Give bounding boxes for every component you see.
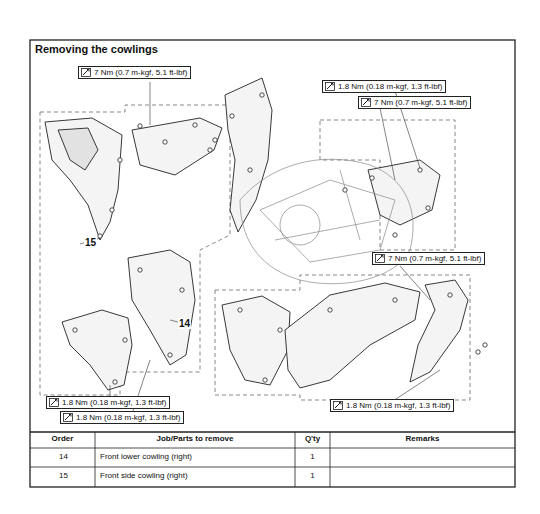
callout-number: 14 — [178, 318, 191, 329]
table-cell: 1 — [295, 452, 330, 462]
table-cell: 1 — [295, 471, 330, 481]
table-header: Order — [30, 434, 95, 444]
torque-spec: 7 Nm (0.7 m-kgf, 5.1 ft-lbf) — [372, 252, 485, 265]
torque-spec: 7 Nm (0.7 m-kgf, 5.1 ft-lbf) — [358, 96, 471, 109]
torque-spec: 1.8 Nm (0.18 m-kgf, 1.3 ft-lbf) — [60, 411, 184, 424]
torque-spec: 1.8 Nm (0.18 m-kgf, 1.3 ft-lbf) — [330, 399, 454, 412]
table-cell: 15 — [36, 471, 91, 481]
torque-spec: 1.8 Nm (0.18 m-kgf, 1.3 ft-lbf) — [322, 80, 446, 93]
callout-number: 15 — [84, 237, 97, 248]
torque-icon — [49, 398, 59, 407]
table-header: Remarks — [330, 434, 515, 444]
table-grid — [30, 432, 515, 487]
torque-value: 1.8 Nm (0.18 m-kgf, 1.3 ft-lbf) — [62, 398, 166, 407]
torque-value: 7 Nm (0.7 m-kgf, 5.1 ft-lbf) — [94, 68, 187, 77]
leader-line — [80, 82, 440, 420]
torque-value: 7 Nm (0.7 m-kgf, 5.1 ft-lbf) — [374, 98, 467, 107]
cowling-part — [45, 78, 468, 390]
table-cell: 14 — [36, 452, 91, 462]
torque-value: 1.8 Nm (0.18 m-kgf, 1.3 ft-lbf) — [346, 401, 450, 410]
torque-icon — [325, 82, 335, 91]
torque-value: 1.8 Nm (0.18 m-kgf, 1.3 ft-lbf) — [76, 413, 180, 422]
torque-icon — [81, 68, 91, 77]
table-cell: Front lower cowling (right) — [100, 452, 290, 462]
torque-value: 1.8 Nm (0.18 m-kgf, 1.3 ft-lbf) — [338, 82, 442, 91]
page-title: Removing the cowlings — [35, 43, 158, 55]
torque-icon — [375, 254, 385, 263]
torque-icon — [63, 413, 73, 422]
motorcycle-frame — [240, 159, 413, 284]
table-cell: Front side cowling (right) — [100, 471, 290, 481]
torque-icon — [361, 98, 371, 107]
table-header: Q'ty — [295, 434, 330, 444]
bolt — [73, 93, 487, 384]
torque-icon — [333, 401, 343, 410]
table-header: Job/Parts to remove — [95, 434, 295, 444]
torque-value: 7 Nm (0.7 m-kgf, 5.1 ft-lbf) — [388, 254, 481, 263]
torque-spec: 7 Nm (0.7 m-kgf, 5.1 ft-lbf) — [78, 66, 191, 79]
page-frame — [30, 40, 515, 487]
torque-spec: 1.8 Nm (0.18 m-kgf, 1.3 ft-lbf) — [46, 396, 170, 409]
